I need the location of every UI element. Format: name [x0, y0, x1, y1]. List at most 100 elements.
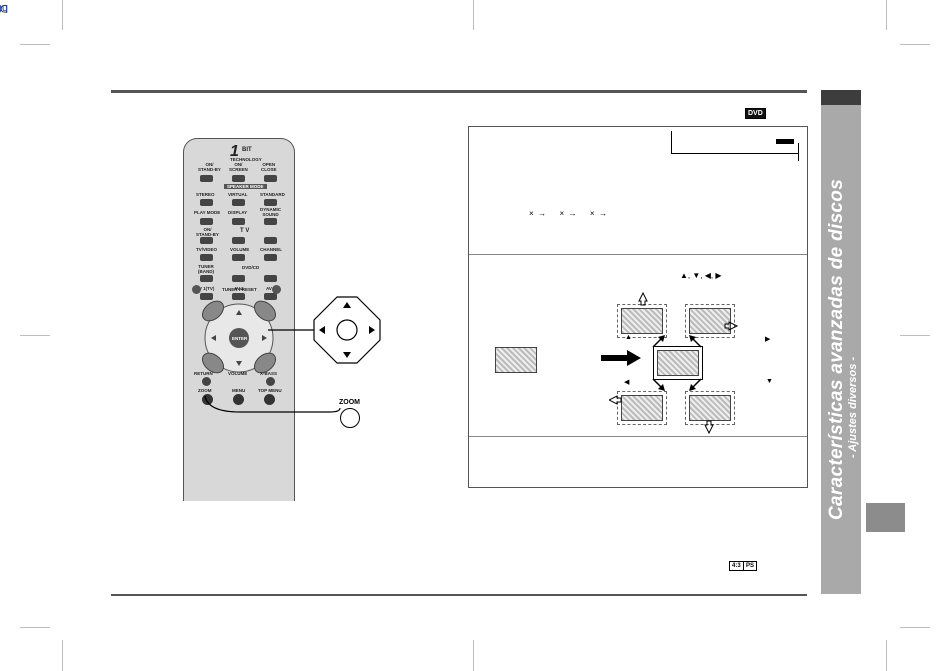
crop-mark [62, 640, 63, 671]
remote-label: CHANNEL [260, 247, 282, 252]
crop-mark [886, 0, 887, 30]
zoom-callout-label: ZOOM [339, 399, 360, 406]
instruction-panel: × → × → × → ▲, ▼, ◀, ▶ ▲ ▶ ◀ ▼ [468, 126, 808, 488]
crop-mark [20, 627, 50, 628]
display-bar [776, 139, 794, 144]
ratio-ps-badge: PS [743, 561, 758, 571]
remote-label: VOLUME [230, 247, 250, 252]
av2-button[interactable] [232, 293, 245, 300]
callout-lines [204, 329, 341, 413]
center-thumbnail [653, 346, 703, 380]
av3-button[interactable] [264, 293, 277, 300]
play-pause-button[interactable] [264, 275, 277, 282]
tv-standby-button[interactable] [200, 237, 213, 244]
tuner-preset-label: TUNER PRESET [222, 287, 257, 292]
brand-logo: 1 [230, 143, 239, 160]
return-button[interactable] [202, 377, 211, 386]
remote-label: DYNAMIC SOUND [260, 207, 281, 217]
av1-button[interactable] [200, 293, 213, 300]
remote-label: TV/VIDEO [196, 247, 218, 252]
pan-arrows [609, 291, 739, 435]
tv-volume-button[interactable] [232, 237, 245, 244]
header-rule [111, 90, 807, 93]
pan-down-thumbnail [685, 391, 735, 425]
remote-label: TUNER (BAND) [198, 264, 214, 274]
enter-label: ENTER [232, 336, 248, 341]
sidebar-title: Características avanzadas de discos [826, 178, 847, 520]
pan-left-thumbnail [617, 391, 667, 425]
display-button[interactable] [232, 218, 245, 225]
dir-down-label: ▼ [766, 378, 773, 385]
onscreen-button[interactable] [232, 175, 245, 182]
remote-label: OPEN CLOSE [261, 162, 277, 172]
open-close-button[interactable] [264, 175, 277, 182]
remote-label: ON/ STAND-BY [196, 227, 219, 237]
tv-channel-button[interactable] [264, 237, 277, 244]
display-pointer [798, 143, 799, 161]
section-sidebar [821, 90, 861, 594]
zoom-button-magnified[interactable] [340, 408, 360, 428]
dir-up-label: ▲ [625, 334, 632, 341]
speaker-mode-label: SPEAKER MODE [224, 184, 267, 189]
remote-nav-cluster [201, 300, 277, 374]
remote-label: ON/ SCREEN [229, 162, 248, 172]
section-tab [866, 503, 905, 532]
crop-mark [20, 44, 50, 45]
cursor-pad-magnified[interactable] [313, 296, 381, 364]
top-menu-button[interactable] [264, 394, 275, 405]
remote-label: PLAY MODE [194, 210, 221, 215]
dvd-badge: DVD [745, 108, 766, 119]
crop-mark [900, 627, 930, 628]
remote-label: DISPLAY [228, 210, 248, 215]
remote-label: T V [240, 228, 250, 234]
sidebar-subtitle: - Ajustes diversos - [847, 356, 859, 458]
panel-divider [469, 254, 807, 255]
play-mode-button[interactable] [200, 218, 213, 225]
crop-mark [900, 44, 930, 45]
remote-label: VOLUME [228, 371, 248, 376]
menu-button[interactable] [233, 394, 244, 405]
channel-button[interactable] [264, 254, 277, 261]
tv-video-button[interactable] [200, 254, 213, 261]
remote-label: STANDARD [260, 192, 285, 197]
remote-label: RETURN [194, 371, 213, 376]
display-indicator [671, 131, 799, 161]
brand-tech: TECHNOLOGY [230, 157, 262, 162]
remote-label: AV 3 [266, 286, 276, 291]
dynamic-sound-button[interactable] [264, 218, 277, 225]
standby-button[interactable] [200, 175, 213, 182]
crop-mark [473, 0, 474, 30]
crop-mark [20, 335, 50, 336]
volume-button[interactable] [232, 254, 245, 261]
remote-label: DVD/CD [242, 265, 260, 270]
footer-rule [111, 594, 807, 596]
crop-mark [473, 640, 474, 671]
tuner-button[interactable] [200, 275, 213, 282]
remote-label: X-BASS [260, 371, 278, 376]
remote-label: ON/ STAND-BY [198, 162, 221, 172]
zoom-steps: × → × → × → [529, 209, 608, 218]
download-source-link[interactable]: Downloaded from: http://www.usersmanualg… [0, 0, 10, 330]
preset-up-button[interactable] [272, 285, 281, 294]
x-bass-button[interactable] [266, 377, 275, 386]
zoom-button[interactable] [202, 394, 213, 405]
preset-down-button[interactable] [192, 285, 201, 294]
remote-control: 1 BIT TECHNOLOGY ON/ STAND-BY ON/ SCREEN… [183, 138, 295, 501]
sidebar-text: Características avanzadas de discos - Aj… [826, 100, 866, 520]
brand-sub: BIT [242, 147, 252, 153]
crop-mark [886, 640, 887, 671]
remote-label: AV 2 [234, 286, 244, 291]
crop-mark [62, 0, 63, 30]
download-url[interactable]: http://www.usersmanualguide.com/ [0, 2, 8, 14]
direction-keys: ▲, ▼, ◀, ▶ [680, 271, 722, 280]
pan-up-thumbnail [617, 304, 667, 338]
ratio-43-badge: 4:3 [729, 561, 744, 571]
virtual-button[interactable] [232, 199, 245, 206]
standard-button[interactable] [264, 199, 277, 206]
remote-label: STEREO [196, 192, 215, 197]
stereo-button[interactable] [200, 199, 213, 206]
remote-label: MENU [232, 388, 246, 393]
remote-label: TOP MENU [258, 388, 282, 393]
stop-button[interactable] [232, 275, 245, 282]
pan-right-thumbnail [685, 304, 735, 338]
